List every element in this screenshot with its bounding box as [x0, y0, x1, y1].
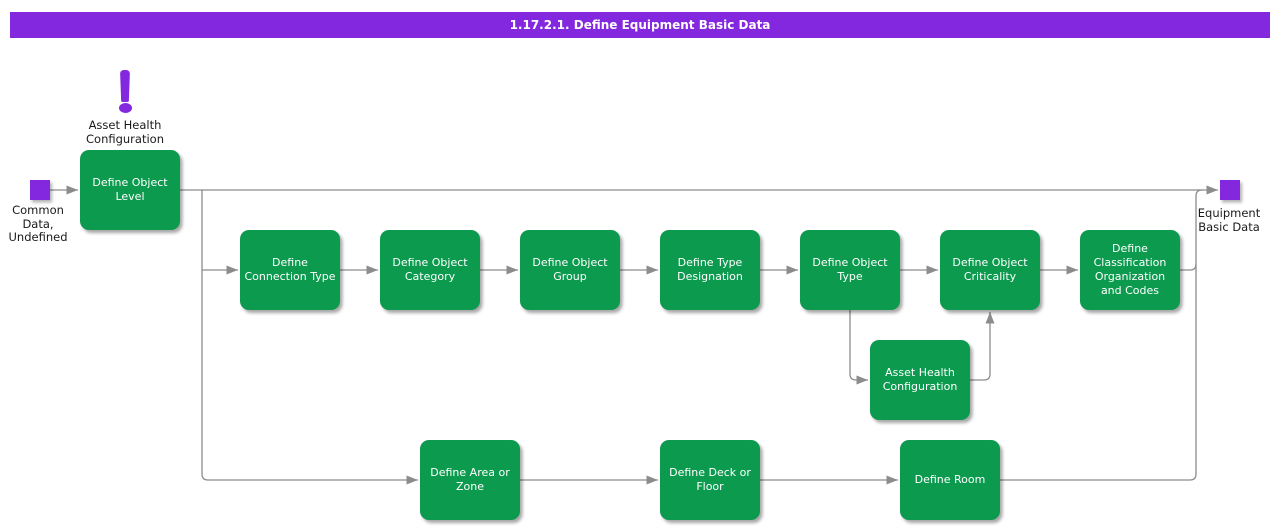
activity-label: Define Deck or Floor [669, 466, 751, 493]
activity-label: Define Object Type [812, 256, 888, 283]
exclamation-bar [120, 70, 130, 102]
activity-define-area-or-zone[interactable]: Define Area or Zone [420, 440, 520, 520]
activity-label: Define Connection Type [244, 256, 336, 283]
exclamation-dot [119, 103, 132, 113]
activity-label: Define Object Group [532, 256, 608, 283]
connector-classification-to-merge [1180, 263, 1197, 271]
activity-label: Define Classification Organization and C… [1093, 242, 1167, 297]
activity-define-classification-organization-and-codes[interactable]: Define Classification Organization and C… [1080, 230, 1180, 310]
connector-asset-health-to-object-criticality [970, 312, 995, 381]
process-title: 1.17.2.1. Define Equipment Basic Data [509, 18, 771, 32]
connector-branch-to-define-area-or-zone [201, 190, 418, 485]
end-terminal[interactable] [1220, 180, 1240, 200]
activity-define-object-group[interactable]: Define Object Group [520, 230, 620, 310]
activity-label: Define Object Category [392, 256, 468, 283]
connector-room-to-merge [1000, 189, 1203, 481]
activity-define-object-category[interactable]: Define Object Category [380, 230, 480, 310]
activity-label: Define Room [914, 473, 986, 486]
activity-label: Define Type Designation [677, 256, 743, 283]
connector-object-type-to-asset-health [849, 310, 868, 385]
activity-label: Define Object Criticality [952, 256, 1028, 283]
activity-label: Asset Health Configuration [882, 366, 958, 393]
start-terminal-label: Common Data, Undefined [8, 203, 68, 244]
start-terminal[interactable] [30, 180, 50, 200]
process-title-bar: 1.17.2.1. Define Equipment Basic Data [10, 12, 1270, 38]
activity-define-deck-or-floor[interactable]: Define Deck or Floor [660, 440, 760, 520]
end-terminal-label: Equipment Basic Data [1197, 206, 1261, 234]
activity-define-room[interactable]: Define Room [900, 440, 1000, 520]
activity-define-connection-type[interactable]: Define Connection Type [240, 230, 340, 310]
activity-define-object-level[interactable]: Define Object Level [80, 150, 180, 230]
activity-define-type-designation[interactable]: Define Type Designation [660, 230, 760, 310]
activity-define-object-type[interactable]: Define Object Type [800, 230, 900, 310]
activity-define-object-criticality[interactable]: Define Object Criticality [940, 230, 1040, 310]
annotation-label-asset-health-configuration: Asset Health Configuration [86, 118, 164, 146]
activity-asset-health-configuration[interactable]: Asset Health Configuration [870, 340, 970, 420]
activity-label: Define Object Level [92, 176, 168, 203]
activity-label: Define Area or Zone [430, 466, 510, 493]
